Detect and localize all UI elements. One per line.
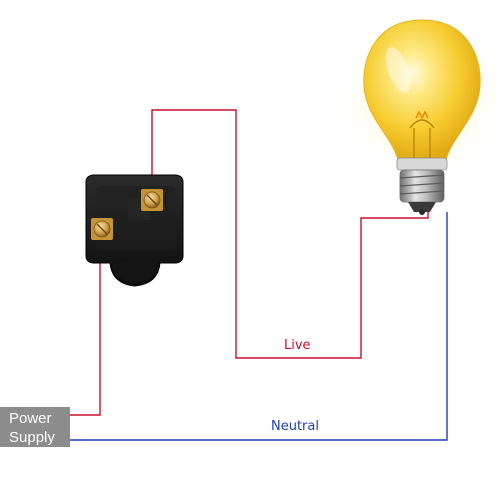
power-supply-label-line1: Power	[9, 410, 52, 427]
switch-terminal-lower	[91, 218, 113, 240]
power-supply-label-line2: Supply	[9, 429, 55, 446]
switch-icon	[85, 174, 184, 287]
power-supply-box: Power Supply	[0, 407, 70, 447]
live-wire-label: Live	[284, 338, 311, 353]
live-wire-supply	[70, 232, 101, 416]
live-wire-lamp	[151, 109, 429, 359]
neutral-wire	[70, 212, 448, 441]
switch-terminal-upper	[141, 189, 163, 211]
light-bulb-icon	[338, 11, 500, 215]
neutral-wire-label: Neutral	[271, 419, 319, 434]
